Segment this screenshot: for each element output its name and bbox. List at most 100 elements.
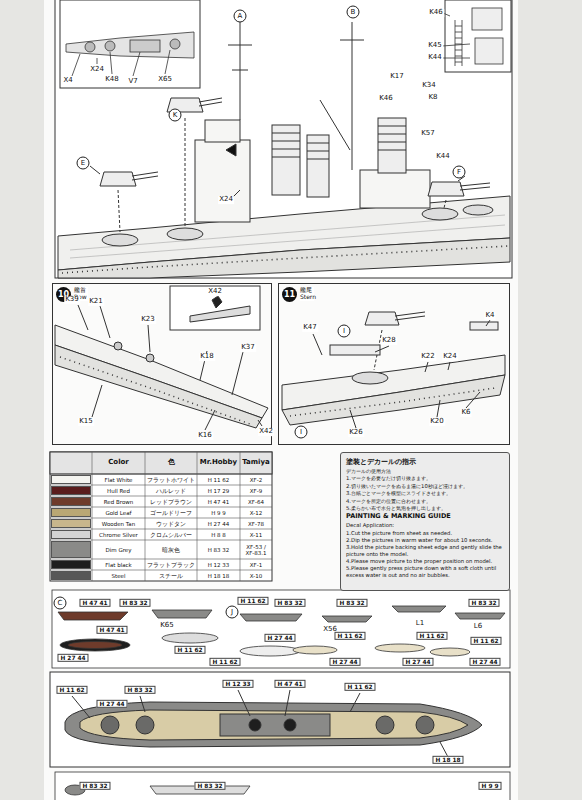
callout-letter: F <box>453 166 466 179</box>
guide-text: 1.マークを必要なだけ切り抜きます。 <box>346 475 504 481</box>
superstructure <box>272 125 300 195</box>
paint-table <box>50 452 272 581</box>
table-cell: H 83 32 <box>208 546 230 552</box>
inset-ladder <box>455 20 462 66</box>
paint-code: H 27 44 <box>96 700 127 708</box>
callout-letter: C <box>54 597 67 610</box>
part-number: K28 <box>381 337 397 345</box>
paint-table <box>50 452 272 581</box>
boat-panel <box>392 606 446 612</box>
paint-code: H 11 62 <box>416 632 447 640</box>
inset-ladder <box>475 38 503 64</box>
table-header: 色 <box>168 459 175 467</box>
callout-letter: B <box>347 6 360 19</box>
gun-turret <box>460 183 490 190</box>
part-number: K44 <box>435 153 451 161</box>
color-name: Flat black <box>105 562 132 568</box>
inset-plan <box>85 42 95 52</box>
boat-panel <box>68 642 122 649</box>
part-number: X4 <box>62 77 73 85</box>
table-cell: ウッドタン <box>156 520 186 526</box>
stern-drawing <box>290 388 495 416</box>
bow-drawing <box>212 296 222 308</box>
gun-turret <box>199 98 222 106</box>
ship-hull <box>58 196 510 278</box>
table-cell: H 27 44 <box>208 520 230 526</box>
bottom-strip <box>55 772 510 800</box>
callout-letter: E <box>77 157 90 170</box>
bottom-strip <box>55 772 510 800</box>
paint-code: H 27 44 <box>469 658 500 666</box>
ship-hull <box>463 205 493 215</box>
boat-panel <box>162 633 218 643</box>
part-number: K15 <box>78 418 94 426</box>
color-swatch <box>51 486 91 495</box>
plan-view <box>50 672 510 767</box>
boat-panel <box>240 614 302 621</box>
guide-text: 塗装とデカールの指示 <box>346 458 504 466</box>
ship-hull <box>62 246 508 273</box>
step-panel <box>60 0 200 88</box>
boat-panel <box>52 590 510 668</box>
boat-panel <box>455 613 505 619</box>
color-swatch <box>51 530 91 539</box>
step-panel <box>55 0 512 278</box>
bow-drawing <box>55 345 262 428</box>
part-number: X65 <box>157 76 173 84</box>
table-header: Color <box>108 459 129 467</box>
table-header: Mr.Hobby <box>200 459 237 467</box>
superstructure <box>195 140 250 222</box>
gun-turret <box>118 118 446 232</box>
table-cell: ゴールドリーフ <box>150 509 192 515</box>
inset-plan <box>170 39 180 49</box>
boat-panel <box>60 639 130 651</box>
paint-code: H 9 9 <box>479 782 502 790</box>
plan-view <box>72 690 448 757</box>
color-swatch <box>51 560 91 569</box>
part-number: K26 <box>348 429 364 437</box>
table-cell: フラットブラック <box>147 561 195 567</box>
plan-view <box>136 716 154 734</box>
guide-text: 4.マークを所定の位置に合わせます。 <box>346 498 504 504</box>
paint-code: H 11 62 <box>470 637 501 645</box>
part-number: K34 <box>421 82 437 90</box>
guide-text: 2.Dip the pictures in warm water for abo… <box>346 537 504 543</box>
paint-table <box>92 452 93 581</box>
ship-hull <box>70 215 505 258</box>
part-number: K44 <box>427 54 443 62</box>
color-swatch <box>51 541 91 558</box>
paint-code: H 27 44 <box>57 654 88 662</box>
inset-ladder <box>472 8 502 30</box>
paint-code: H 11 62 <box>237 597 268 605</box>
paint-code: H 47 41 <box>274 680 305 688</box>
color-name: Chrome Silver <box>99 532 138 538</box>
stern-drawing <box>365 312 399 325</box>
guide-text: デカールの使用方法 <box>346 468 504 474</box>
guide-text: 4.Please move picture to the proper posi… <box>346 558 504 564</box>
paint-code: H 47 41 <box>96 626 127 634</box>
table-cell: X-11 <box>250 531 262 537</box>
table-cell: 暗灰色 <box>162 546 180 552</box>
color-name: Dim Grey <box>106 547 132 553</box>
inset-plan <box>130 40 160 52</box>
paint-table <box>145 452 146 581</box>
inset-ladder <box>442 8 503 66</box>
superstructure <box>228 22 364 170</box>
inset-plan <box>66 32 194 76</box>
part-number: X42 <box>258 428 274 436</box>
table-cell: H 9 9 <box>211 509 226 515</box>
superstructure <box>307 135 329 197</box>
part-number: L6 <box>473 623 483 631</box>
stern-drawing <box>395 312 425 320</box>
part-number: K57 <box>420 130 436 138</box>
paint-code: H 11 62 <box>174 646 205 654</box>
boat-panel <box>430 648 470 656</box>
table-cell: H 12 33 <box>208 561 230 567</box>
inset-plan <box>72 50 170 76</box>
table-cell: レッドブラウン <box>150 498 192 504</box>
part-number: K46 <box>378 95 394 103</box>
paint-table <box>50 452 272 474</box>
part-number: X24 <box>89 66 105 74</box>
stern-drawing <box>282 375 505 425</box>
callout-letter: I <box>338 325 351 338</box>
